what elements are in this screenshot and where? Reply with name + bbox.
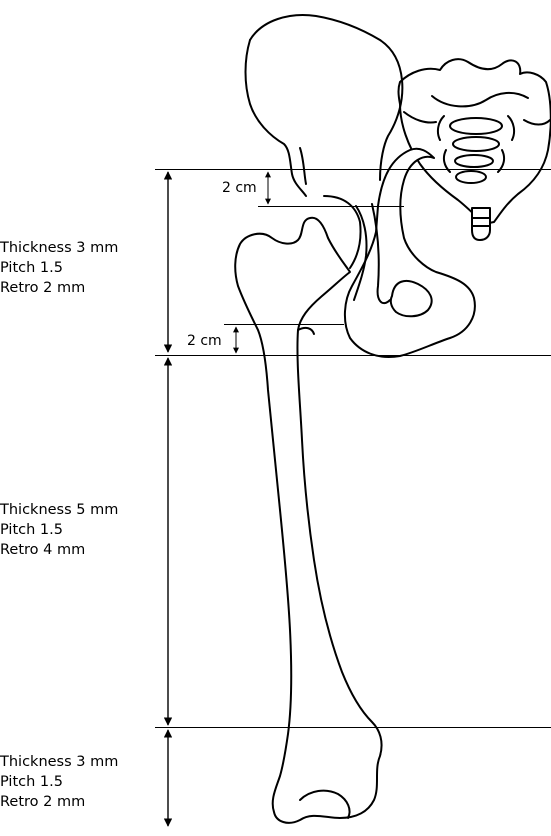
zone-1-pitch: Pitch 1.5 [0,260,63,276]
zone-3-retro: Retro 2 mm [0,794,85,810]
zone-1-retro: Retro 2 mm [0,280,85,296]
zone-3-pitch: Pitch 1.5 [0,774,63,790]
zone-1-thickness: Thickness 3 mm [0,240,118,256]
sacrum-outline [399,59,551,224]
zone-boundaries [155,170,551,728]
margin-2-label: 2 cm [187,333,222,349]
zone-2-label: Thickness 5 mm Pitch 1.5 Retro 4 mm [0,502,118,558]
zone-2-thickness: Thickness 5 mm [0,502,118,518]
zone-2-pitch: Pitch 1.5 [0,522,63,538]
femur-illustration [235,40,381,823]
margin-1-label: 2 cm [222,180,257,196]
lesser-trochanter [298,328,314,334]
zone-3-thickness: Thickness 3 mm [0,754,118,770]
zone-3-label: Thickness 3 mm Pitch 1.5 Retro 2 mm [0,754,118,810]
iliac-crest [250,15,402,180]
zone-1-label: Thickness 3 mm Pitch 1.5 Retro 2 mm [0,240,118,296]
zone-2-retro: Retro 4 mm [0,542,85,558]
upper-bone-outline [246,40,307,196]
coccyx-outline [472,208,490,240]
